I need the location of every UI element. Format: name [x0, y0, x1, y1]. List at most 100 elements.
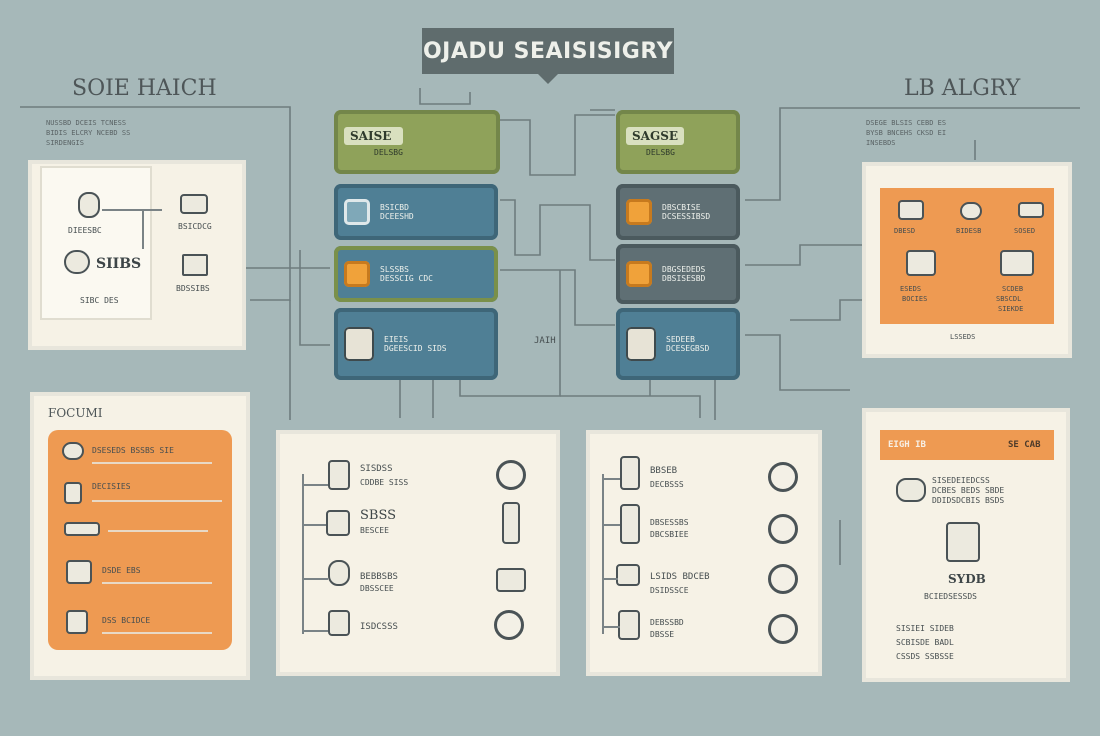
- node-label: BSICBD DCEESHD: [380, 203, 414, 221]
- window-icon: [496, 568, 526, 592]
- right-node-2[interactable]: DBSCBISE DCSESSIBSD: [616, 184, 740, 240]
- panel-footer: LSSEDS: [950, 333, 976, 341]
- middle-left-panel: SISDSS CDDBE SISS SBSS BESCEE BEBBSBS DB…: [280, 434, 556, 672]
- lock-icon: [494, 610, 524, 640]
- status-icon: [496, 460, 526, 490]
- gear-icon: [960, 202, 982, 220]
- badge-icon: [328, 460, 350, 490]
- user-icon: [62, 442, 84, 460]
- list-line: CSSDS SSBSSE: [896, 652, 954, 661]
- bottle-icon: [502, 502, 520, 544]
- item-label: ESEDS: [900, 285, 922, 293]
- row-title: DBSESSBS: [650, 518, 689, 527]
- item-label: BOCIES: [902, 295, 928, 303]
- divider: [102, 632, 212, 634]
- timer-icon: [768, 462, 798, 492]
- divider: [92, 462, 212, 464]
- row-subtitle: DSIDSSCE: [650, 586, 689, 595]
- panel-heading: FOCUMI: [48, 406, 103, 420]
- clipboard-icon: [66, 610, 88, 634]
- item-label: SIEKDE: [998, 305, 1024, 313]
- orange-board: DBESD BIDESB SOSED ESEDS SCDEB BOCIES SB…: [880, 188, 1054, 324]
- row-subtitle: DBSSCEE: [360, 584, 394, 593]
- tools-icon: [182, 254, 208, 276]
- device-badge: SYDB: [948, 572, 986, 586]
- user-icon: [78, 192, 100, 218]
- row-title: SISDSS: [360, 464, 393, 474]
- node-label: DBGSEDEDS DBSISESBD: [662, 265, 706, 283]
- row-title: LSIDS BDCEB: [650, 572, 710, 582]
- right-node-1[interactable]: SAGSE DELSBG: [616, 110, 740, 174]
- shield-icon: [626, 327, 656, 361]
- device-caption: BCIEDSESSDS: [924, 592, 977, 601]
- message-icon: [896, 478, 926, 502]
- center-node-4[interactable]: EIEIS DGEESCID SIDS: [334, 308, 498, 380]
- node-subtitle: DELSBG: [374, 148, 403, 157]
- row-subtitle: CDDBE SISS: [360, 478, 409, 487]
- item-label: SBSCDL: [996, 295, 1022, 303]
- connector: [602, 578, 618, 580]
- list-line: SCBISDE BADL: [896, 638, 954, 647]
- row-title: BEBBSBS: [360, 572, 398, 582]
- node-title: SAGSE: [626, 127, 685, 145]
- person-icon: [328, 560, 350, 586]
- bottom-right-panel: EIGH IB SE CAB SISEDEIEDCSS DCBES BEDS S…: [866, 412, 1066, 678]
- detail-line: DCBES BEDS SBDE: [932, 486, 1005, 495]
- item-label: DIEESBC: [68, 226, 102, 235]
- center-node-2[interactable]: BSICBD DCEESHD: [334, 184, 498, 240]
- node-label: SEDEEB DCESEGBSD: [666, 335, 710, 353]
- header-left: EIGH IB: [888, 440, 926, 450]
- storage-icon: [626, 261, 652, 287]
- connector: [602, 524, 620, 526]
- row-title: DEBSSBD: [650, 618, 684, 627]
- item-label: BDSSIBS: [176, 284, 210, 293]
- middle-right-panel: BBSEB DECBSSS DBSESSBS DBCSBIEE LSIDS BD…: [590, 434, 818, 672]
- item-label: BIDESB: [956, 227, 982, 235]
- right-node-3[interactable]: DBGSEDEDS DBSISESBD: [616, 244, 740, 304]
- connector: [602, 626, 620, 628]
- node-label: EIEIS DGEESCID SIDS: [384, 335, 447, 353]
- database-icon: [344, 261, 370, 287]
- node-title: SAISE: [344, 127, 403, 145]
- item-label: SOSED: [1014, 227, 1036, 235]
- settings-icon: [768, 614, 798, 644]
- right-heading: LB ALGRY: [904, 76, 1021, 101]
- right-subtext: DSEGE BLSIS CEBD ES BYSB BNCEHS CKSD EI …: [866, 119, 947, 147]
- refresh-icon: [768, 564, 798, 594]
- divider: [142, 209, 144, 249]
- tablet-icon: [618, 610, 640, 640]
- folder-icon: [180, 194, 208, 214]
- right-node-4[interactable]: SEDEEB DCESEGBSD: [616, 308, 740, 380]
- divider: [108, 530, 208, 532]
- left-heading: SOIE HAICH: [72, 76, 217, 101]
- row-subtitle: DECBSSS: [650, 480, 684, 489]
- bottom-left-panel: FOCUMI DSESEDS BSSBS SIE DECISIES DSDE E…: [34, 396, 246, 676]
- list-text: DSESEDS BSSBS SIE: [92, 446, 174, 455]
- center-node-1[interactable]: SAISE DELSBG: [334, 110, 500, 174]
- list-text: DECISIES: [92, 482, 131, 491]
- divider: [102, 582, 212, 584]
- keyboard-icon: [64, 522, 100, 536]
- node-label: DBSCBISE DCSESSIBSD: [662, 203, 711, 221]
- calendar-icon: [626, 199, 652, 225]
- flask-icon: [620, 456, 640, 490]
- detail-line: DDIDSDCBIS BSDS: [932, 496, 1005, 505]
- row-subtitle: BESCEE: [360, 526, 389, 535]
- vertical-rule: [602, 474, 604, 634]
- top-right-panel: DBESD BIDESB SOSED ESEDS SCDEB BOCIES SB…: [866, 166, 1068, 354]
- wrench-icon: [326, 510, 350, 536]
- monitor-icon: [906, 250, 936, 276]
- row-subtitle: DBSSE: [650, 630, 675, 639]
- center-node-3[interactable]: SLSSBS DESSCIG CDC: [334, 246, 498, 302]
- server-icon: [620, 504, 640, 544]
- row-subtitle: DBCSBIEE: [650, 530, 689, 539]
- row-title: BBSEB: [650, 466, 678, 476]
- header-right: SE CAB: [1008, 440, 1041, 450]
- file-icon: [328, 610, 350, 636]
- connector: [302, 484, 328, 486]
- row-title: SBSS: [360, 508, 397, 523]
- list-text: DSS BCIDCE: [102, 616, 151, 625]
- panel-footer: SIBC DES: [80, 296, 119, 305]
- connector-label: JAIH: [534, 336, 556, 346]
- box-icon: [616, 564, 640, 586]
